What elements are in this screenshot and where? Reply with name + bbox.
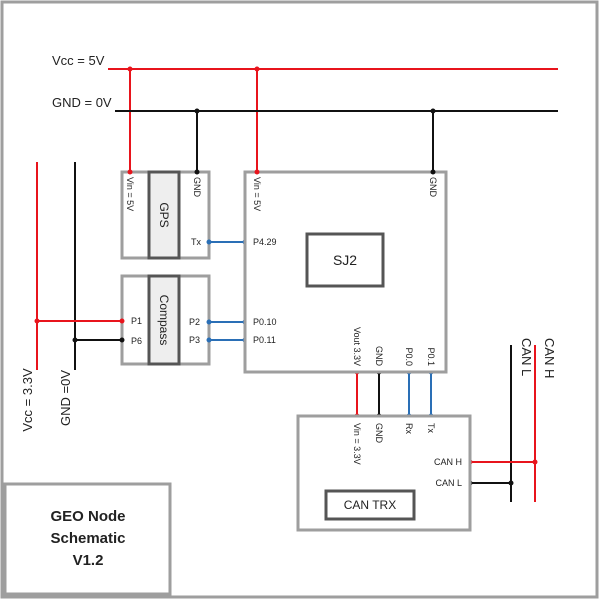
title-line2: Schematic [50, 530, 125, 547]
sj2-gnd-bottom-pin: GND [374, 346, 384, 367]
rail-junctions [127, 66, 436, 114]
compass-p3-pin: P3 [189, 335, 200, 345]
sj2-p01-pin: P0.1 [426, 347, 436, 366]
gnd-label: GND = 0V [52, 95, 112, 110]
sj2-p429-pin: P4.29 [253, 237, 277, 247]
sj2-title: SJ2 [333, 252, 357, 268]
cantrx-canl-pin: CAN L [435, 478, 462, 488]
sj2-vin-pin: Vin = 5V [252, 177, 262, 211]
sj2-chip [305, 232, 385, 288]
sj2-p011-pin: P0.11 [253, 335, 276, 345]
cantrx-gnd-pin: GND [374, 423, 384, 444]
cantrx-canh-pin: CAN H [434, 457, 462, 467]
compass-p1-pin: P1 [131, 316, 142, 326]
cantrx-chip [324, 489, 416, 521]
sj2-gnd-top-pin: GND [428, 177, 438, 198]
title-line3: V1.2 [73, 552, 104, 569]
cantrx-vin-pin: Vin = 3.3V [352, 423, 362, 465]
compass-chip [147, 274, 181, 366]
compass-p2-pin: P2 [189, 317, 200, 327]
gps-chip [147, 170, 181, 260]
gps-title: GPS [157, 202, 171, 227]
sj2-p00-pin: P0.0 [404, 347, 414, 366]
cantrx-title: CAN TRX [344, 498, 396, 512]
signal-wires [209, 241, 432, 416]
vcc33-label: Vcc = 3.3V [20, 368, 35, 432]
can-l-bus-label: CAN L [519, 338, 534, 376]
compass-p6-pin: P6 [131, 336, 142, 346]
gnd0-label: GND =0V [58, 370, 73, 426]
title-line1: GEO Node [50, 508, 125, 525]
compass-title: Compass [157, 295, 171, 346]
sj2-vout-pin: Vout 3.3V [352, 327, 362, 366]
gps-tx-pin: Tx [191, 237, 201, 247]
gps-gnd-pin: GND [192, 177, 202, 198]
can-h-bus-label: CAN H [542, 338, 557, 378]
gps-vin-pin: Vin = 5V [125, 177, 135, 211]
title-block [3, 482, 172, 596]
vcc5-label: Vcc = 5V [52, 53, 105, 68]
vcc5-rail [108, 68, 558, 172]
cantrx-rx-pin: Rx [404, 423, 414, 434]
cantrx-tx-pin: Tx [426, 423, 436, 433]
sj2-p010-pin: P0.10 [253, 317, 277, 327]
gnd-rail [115, 110, 558, 172]
